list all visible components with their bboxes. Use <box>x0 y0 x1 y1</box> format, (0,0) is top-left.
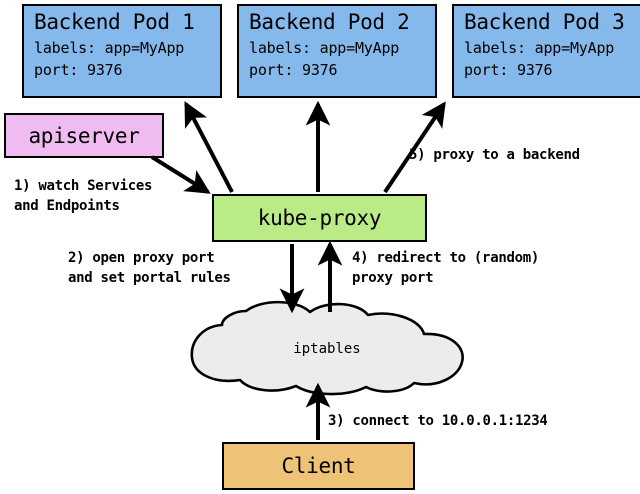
step-1-line-1: 1) watch Services <box>14 178 153 194</box>
client-label: Client <box>281 454 356 478</box>
apiserver-label: apiserver <box>28 123 140 148</box>
step-1-label: 1) watch Services and Endpoints <box>14 176 153 216</box>
apiserver-box[interactable]: apiserver <box>4 113 164 158</box>
step-4-line-2: proxy port <box>352 270 434 286</box>
kube-proxy-box[interactable]: kube-proxy <box>212 194 427 242</box>
iptables-label: iptables <box>293 341 361 357</box>
client-box[interactable]: Client <box>222 442 415 490</box>
kube-proxy-label: kube-proxy <box>257 206 382 230</box>
backend-pod-2-title: Backend Pod 2 <box>249 10 410 34</box>
backend-pod-1-box[interactable]: Backend Pod 1 labels: app=MyApp port: 93… <box>22 4 222 98</box>
backend-pod-3-labels: labels: app=MyApp <box>464 39 615 57</box>
backend-pod-1-port: port: 9376 <box>34 61 123 79</box>
backend-pod-2-labels: labels: app=MyApp <box>249 39 400 57</box>
backend-pod-2-box[interactable]: Backend Pod 2 labels: app=MyApp port: 93… <box>237 4 437 98</box>
step-1-line-2: and Endpoints <box>14 198 120 214</box>
step-4-line-1: 4) redirect to (random) <box>352 250 539 266</box>
step-3-label: 3) connect to 10.0.0.1:1234 <box>328 411 548 431</box>
step-5-label: 5) proxy to a backend <box>409 145 580 165</box>
step-3-line-1: 3) connect to 10.0.0.1:1234 <box>328 413 548 429</box>
step-4-label: 4) redirect to (random) proxy port <box>352 248 539 288</box>
backend-pod-1-labels: labels: app=MyApp <box>34 39 185 57</box>
step-2-line-2: and set portal rules <box>68 270 231 286</box>
step-5-line-1: 5) proxy to a backend <box>409 147 580 163</box>
arrow-kubeproxy-to-pod-1 <box>184 101 234 193</box>
backend-pod-3-box[interactable]: Backend Pod 3 labels: app=MyApp port: 93… <box>452 4 640 98</box>
arrow-apiserver-to-kubeproxy <box>150 155 211 194</box>
step-2-line-1: 2) open proxy port <box>68 250 215 266</box>
backend-pod-3-title: Backend Pod 3 <box>464 10 625 34</box>
backend-pod-1-title: Backend Pod 1 <box>34 10 195 34</box>
step-2-label: 2) open proxy port and set portal rules <box>68 248 231 288</box>
backend-pod-2-port: port: 9376 <box>249 61 338 79</box>
backend-pod-3-port: port: 9376 <box>464 61 553 79</box>
